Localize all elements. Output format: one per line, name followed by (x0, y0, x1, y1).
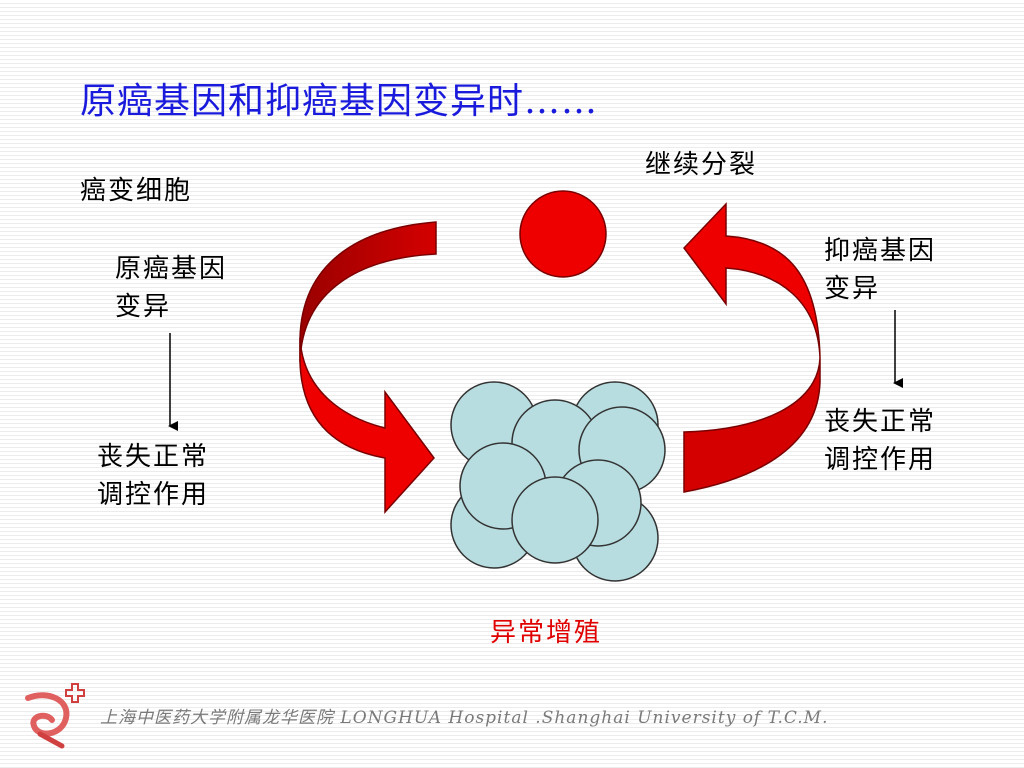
footer-banner (25, 683, 85, 749)
label-cancer-cell: 癌变细胞 (80, 176, 193, 206)
label-oncogene-mutation-line1: 原癌基因 (115, 254, 228, 284)
hospital-logo (25, 683, 85, 749)
right-curved-arrow (683, 202, 821, 493)
cluster-cell (511, 476, 599, 564)
label-right-loss-line2: 调控作用 (824, 445, 937, 475)
left-curved-arrow (299, 221, 437, 514)
label-oncogene-mutation-line2: 变异 (115, 292, 172, 322)
label-right-loss-line1: 丧失正常 (824, 407, 937, 437)
label-left-loss-line1: 丧失正常 (97, 442, 210, 472)
label-suppressor-mutation-line1: 抑癌基因 (824, 236, 937, 266)
label-abnormal-proliferation: 异常增殖 (490, 618, 603, 648)
cancer-cell-circle (519, 190, 607, 278)
footer-text: 上海中医药大学附属龙华医院 LONGHUA Hospital .Shanghai… (100, 708, 829, 728)
label-continue-division: 继续分裂 (645, 150, 758, 180)
label-left-loss-line2: 调控作用 (97, 480, 210, 510)
label-suppressor-mutation-line2: 变异 (824, 274, 881, 304)
slide-title: 原癌基因和抑癌基因变异时…… (80, 81, 599, 122)
cell-cluster (450, 381, 666, 582)
